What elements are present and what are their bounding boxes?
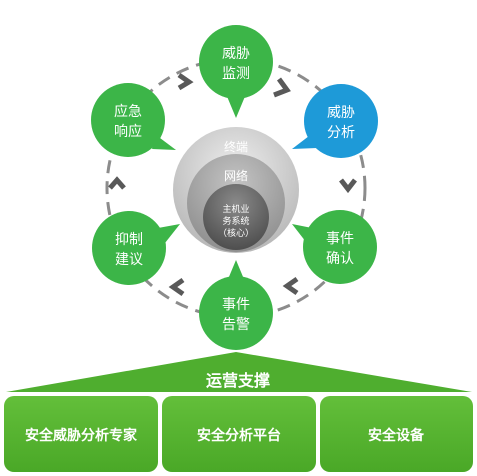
support-box-platform-label: 安全分析平台 [197,427,281,444]
arrow-analyze-to-confirm [339,178,357,194]
node-emergency-response: 应急 响应 [91,83,176,157]
arrow-confirm-to-alert [282,276,299,296]
cycle-arrows [108,72,357,297]
arrow-monitor-to-analyze [273,77,291,98]
layer-terminal-label: 终端 [224,139,248,154]
node-suppression-suggestion-bubble [92,211,166,285]
support-box-device [320,396,473,472]
node-threat-analysis-line1: 威胁 [327,105,355,121]
node-threat-monitoring-pointer [226,94,246,118]
node-threat-monitoring: 威胁 监测 [199,25,273,118]
support-box-expert [4,396,158,472]
node-event-alert-line1: 事件 [222,297,250,313]
arrow-respond-to-monitor [177,72,194,91]
node-emergency-response-line1: 应急 [114,103,142,120]
node-suppression-suggestion-line2: 建议 [115,252,143,268]
node-event-alert: 事件 告警 [199,260,273,350]
node-suppression-suggestion: 抑制 建议 [92,211,180,285]
node-suppression-suggestion-line1: 抑制 [115,232,143,248]
node-emergency-response-line2: 响应 [114,123,142,140]
defense-layers: 终端 网络 主机业 务系统 （核心） [173,127,299,253]
layer-core [203,184,269,250]
layer-core-label-3: （核心） [218,227,254,239]
operations-support-title: 运营支撑 [206,371,270,390]
node-threat-monitoring-bubble [199,25,273,99]
node-event-alert-bubble [199,276,273,350]
node-event-alert-line2: 告警 [222,317,250,333]
node-emergency-response-bubble [91,83,165,157]
arrow-suggest-to-respond [108,176,126,190]
layer-core-label-1: 主机业 [222,203,249,215]
node-threat-monitoring-line1: 威胁 [222,46,250,62]
node-threat-analysis-bubble [304,84,378,158]
cycle-ring [105,57,367,319]
layer-network-label: 网络 [224,168,248,183]
node-event-confirmation-line1: 事件 [326,231,354,247]
node-threat-monitoring-line2: 监测 [222,66,250,82]
node-threat-analysis-line2: 分析 [327,125,355,141]
layer-core-label-2: 务系统 [222,215,249,227]
support-box-device-label: 安全设备 [368,427,425,444]
support-box-platform [162,396,316,472]
operations-support-base: 运营支撑 安全威胁分析专家 安全分析平台 安全设备 [4,352,473,472]
arrow-alert-to-suggest [168,277,185,297]
node-event-confirmation-line2: 确认 [326,251,354,267]
support-box-expert-label: 安全威胁分析专家 [25,427,138,444]
operations-support-banner [6,352,472,392]
node-event-confirmation: 事件 确认 [292,210,377,284]
node-threat-analysis: 威胁 分析 [292,84,378,158]
node-event-confirmation-bubble [303,210,377,284]
